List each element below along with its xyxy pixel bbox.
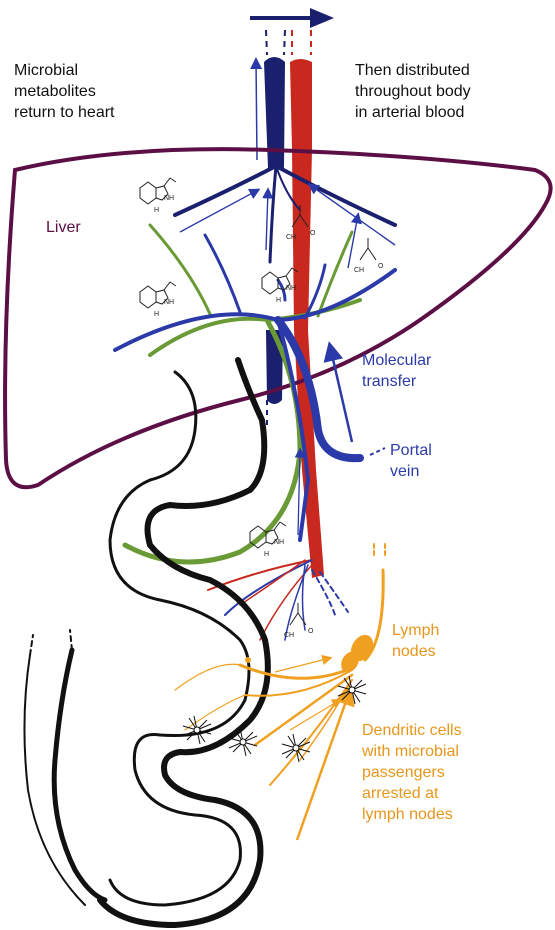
label-lymph-nodes: Lymph nodes xyxy=(392,620,439,662)
svg-text:H: H xyxy=(264,551,269,558)
mesenteric-vessels xyxy=(208,560,348,640)
acetate-structure-2: CH O xyxy=(354,238,384,274)
svg-text:H: H xyxy=(154,311,159,318)
svg-text:H: H xyxy=(154,207,159,214)
label-return-to-heart: Microbial metabolites return to heart xyxy=(14,60,115,123)
label-line: Portal xyxy=(390,440,432,461)
label-distributed: Then distributed throughout body in arte… xyxy=(355,60,471,123)
label-line: Molecular xyxy=(362,350,431,371)
label-line: nodes xyxy=(392,641,439,662)
label-line: in arterial blood xyxy=(355,102,471,123)
label-line: metabolites xyxy=(14,81,115,102)
label-line: transfer xyxy=(362,371,431,392)
svg-text:H: H xyxy=(276,297,281,304)
label-dendritic-cells: Dendritic cells with microbial passenger… xyxy=(362,720,462,825)
bile-duct xyxy=(125,225,360,562)
label-portal-vein: Portal vein xyxy=(390,440,432,482)
svg-text:O: O xyxy=(310,230,316,237)
indole-structure-2: NH H xyxy=(140,282,176,318)
label-line: with microbial xyxy=(362,741,462,762)
svg-text:NH: NH xyxy=(164,299,174,306)
svg-text:CH: CH xyxy=(354,267,364,274)
label-line: throughout body xyxy=(355,81,471,102)
svg-text:CH: CH xyxy=(286,234,296,241)
svg-text:NH: NH xyxy=(274,539,284,546)
label-line: Dendritic cells xyxy=(362,720,462,741)
portal-vein-tree xyxy=(115,235,395,540)
label-liver: Liver xyxy=(46,217,81,238)
indole-structure-1: NH H xyxy=(140,178,176,214)
hepatic-veins xyxy=(175,166,395,262)
label-line: arrested at xyxy=(362,783,462,804)
label-line: Then distributed xyxy=(355,60,471,81)
label-molecular-transfer: Molecular transfer xyxy=(362,350,431,392)
svg-text:O: O xyxy=(378,263,384,270)
label-line: Lymph xyxy=(392,620,439,641)
label-line: Microbial xyxy=(14,60,115,81)
label-line: vein xyxy=(390,461,432,482)
circulation-arrow xyxy=(250,8,334,28)
label-line: lymph nodes xyxy=(362,804,462,825)
label-line: Liver xyxy=(46,217,81,238)
svg-text:NH: NH xyxy=(164,195,174,202)
label-line: return to heart xyxy=(14,102,115,123)
dendritic-migration-arrow xyxy=(297,690,350,840)
label-line: passengers xyxy=(362,762,462,783)
svg-text:NH: NH xyxy=(286,285,296,292)
svg-text:O: O xyxy=(308,628,314,635)
svg-text:CH: CH xyxy=(284,632,294,639)
intestine xyxy=(24,360,267,925)
